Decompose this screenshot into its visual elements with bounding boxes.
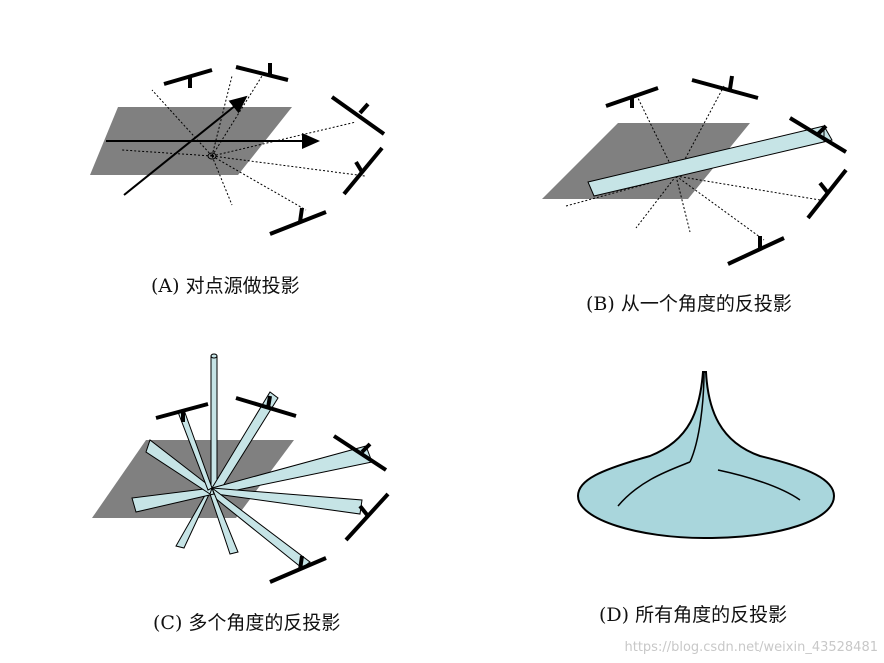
caption-c: (C) 多个角度的反投影 bbox=[153, 612, 341, 634]
backprojection-strip bbox=[587, 125, 833, 197]
backprojection-strips bbox=[131, 355, 373, 569]
strip-top-end bbox=[210, 353, 218, 359]
watermark: https://blog.csdn.net/weixin_43528481 bbox=[624, 640, 878, 655]
panel-d bbox=[576, 371, 836, 540]
caption-a: (A) 对点源做投影 bbox=[151, 275, 300, 297]
detector-array bbox=[155, 395, 390, 584]
detector-array bbox=[605, 75, 848, 266]
panel-a bbox=[90, 63, 386, 236]
panel-c bbox=[92, 353, 390, 584]
backprojection-surface bbox=[576, 371, 836, 540]
detector-array bbox=[163, 63, 386, 236]
projection-rays bbox=[121, 75, 366, 211]
point-source bbox=[207, 152, 217, 160]
caption-d: (D) 所有角度的反投影 bbox=[599, 604, 788, 626]
caption-b: (B) 从一个角度的反投影 bbox=[586, 293, 792, 315]
image-plane bbox=[542, 123, 750, 199]
panel-b bbox=[542, 75, 848, 266]
surface-contours bbox=[617, 371, 801, 507]
axis-arrow-diagonal bbox=[123, 95, 248, 196]
